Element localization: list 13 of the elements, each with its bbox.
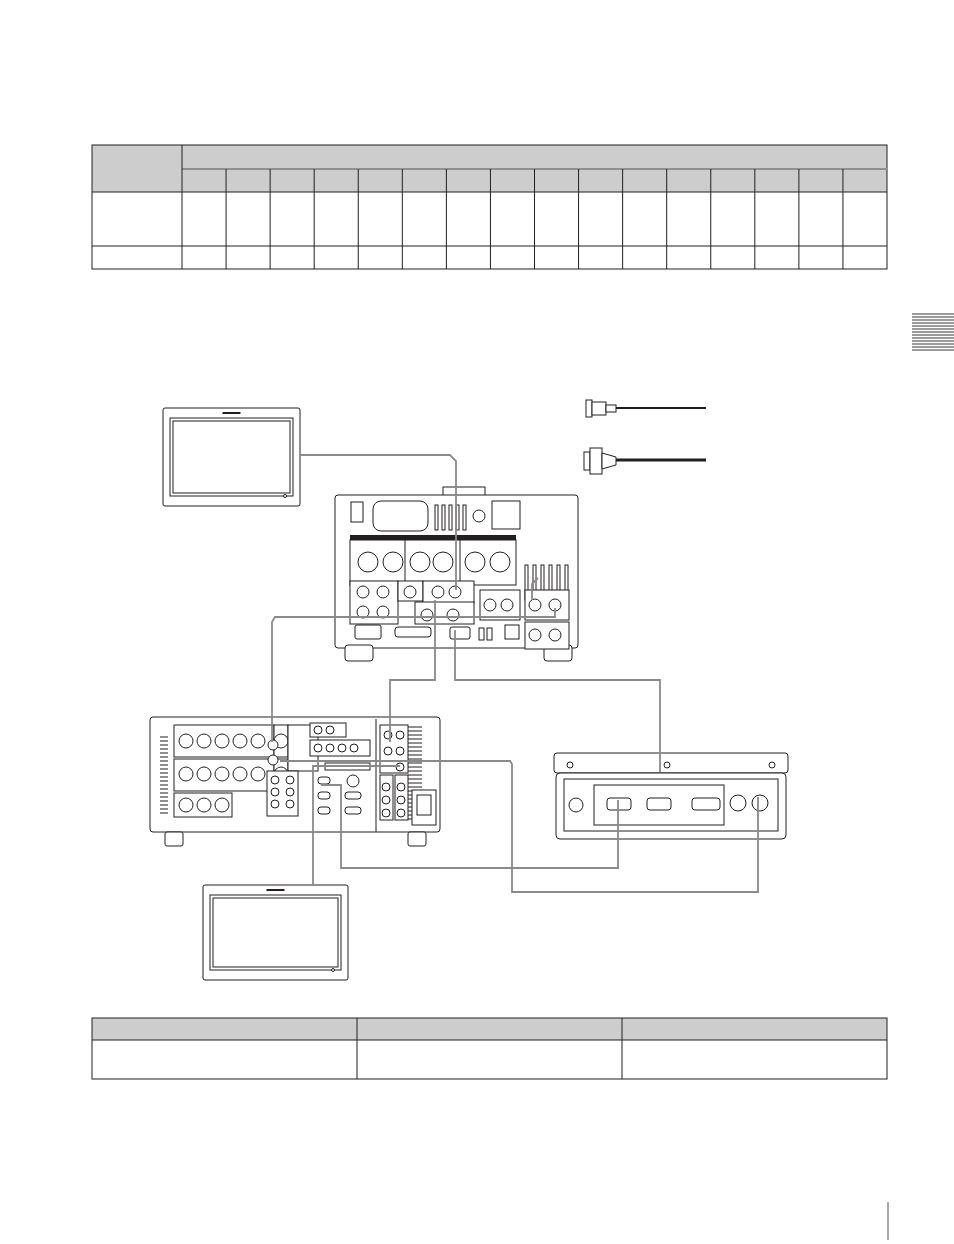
cable-line — [320, 784, 619, 869]
cable-line — [271, 607, 556, 743]
cable-line — [389, 599, 436, 743]
cable-line — [454, 629, 661, 773]
controller-drawing — [553, 752, 789, 840]
cable-line — [279, 760, 759, 893]
video-deck-drawing — [334, 486, 579, 662]
monitor-drawing — [202, 884, 349, 981]
leader-line — [531, 577, 539, 601]
monitor-drawing — [162, 407, 301, 507]
video-recorder-drawing — [149, 716, 441, 847]
cable-line — [312, 765, 401, 886]
cable-line — [299, 454, 457, 591]
